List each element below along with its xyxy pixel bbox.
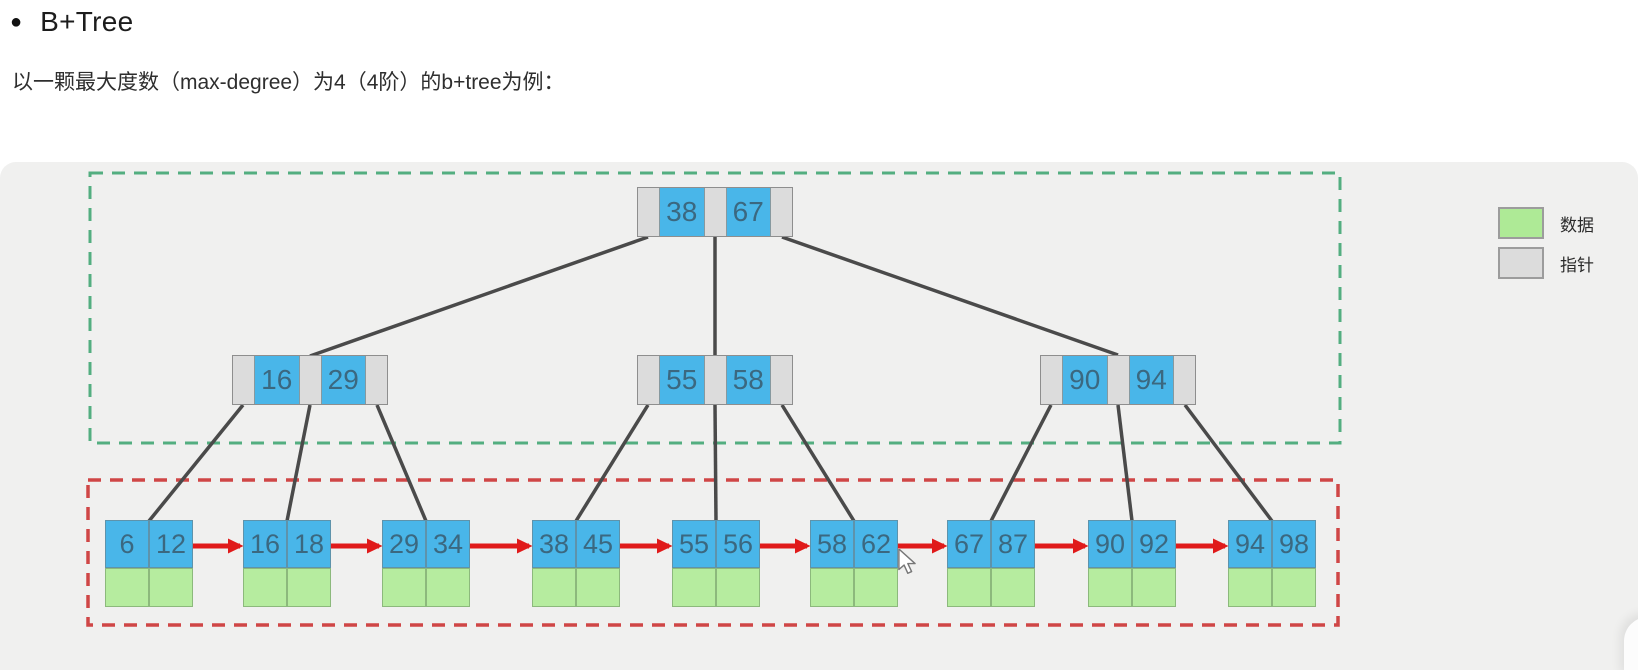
leaf-data-cell [532,568,576,607]
key-cell: 94 [1128,356,1174,404]
leaf-key-cell: 45 [576,520,620,568]
leaf-key-cell: 18 [287,520,331,568]
leaf-key-cell: 34 [426,520,470,568]
internal-node: 90 94 [1040,355,1196,405]
leaf-node: 16 18 [243,520,331,607]
leaf-data-cell [1088,568,1132,607]
leaf-data-cell [672,568,716,607]
pointer-cell [1174,356,1195,404]
leaf-node: 55 56 [672,520,760,607]
leaf-data-cell [991,568,1035,607]
pointer-cell [299,356,321,404]
key-cell: 90 [1062,356,1108,404]
legend-label: 数据 [1560,215,1594,235]
root-node: 38 67 [637,187,793,237]
key-cell: 58 [725,356,771,404]
leaf-data-cell [576,568,620,607]
pointer-cell [366,356,387,404]
leaf-data-cell [1272,568,1316,607]
legend: 数据 指针 [1498,207,1594,287]
leaf-data-cell [149,568,193,607]
leaf-data-cell [287,568,331,607]
leaf-key-cell: 92 [1132,520,1176,568]
leaf-key-cell: 87 [991,520,1035,568]
pointer-cell [1041,356,1062,404]
internal-node: 55 58 [637,355,793,405]
leaf-node: 94 98 [1228,520,1316,607]
leaf-data-cell [1228,568,1272,607]
section-heading: ● B+Tree [10,6,133,38]
leaf-node: 67 87 [947,520,1035,607]
data-swatch [1498,207,1544,239]
leaf-data-cell [854,568,898,607]
key-cell: 16 [254,356,300,404]
leaf-key-cell: 56 [716,520,760,568]
leaf-node: 6 12 [105,520,193,607]
key-cell: 38 [659,188,705,236]
leaf-data-cell [1132,568,1176,607]
leaf-node: 90 92 [1088,520,1176,607]
leaf-key-cell: 12 [149,520,193,568]
bullet-icon: ● [10,11,23,33]
legend-item-pointer: 指针 [1498,247,1594,279]
leaf-key-cell: 94 [1228,520,1272,568]
mouse-cursor-icon [898,549,916,574]
leaf-key-cell: 67 [947,520,991,568]
leaf-node: 38 45 [532,520,620,607]
pointer-swatch [1498,247,1544,279]
leaf-data-cell [105,568,149,607]
pointer-cell [704,188,726,236]
leaf-key-cell: 6 [105,520,149,568]
pointer-cell [704,356,726,404]
corner-overlay [1624,617,1638,670]
leaf-data-cell [716,568,760,607]
leaf-data-cell [947,568,991,607]
leaf-data-cell [382,568,426,607]
leaf-key-cell: 62 [854,520,898,568]
internal-node: 16 29 [232,355,388,405]
leaf-key-cell: 55 [672,520,716,568]
leaf-node: 29 34 [382,520,470,607]
leaf-data-cell [243,568,287,607]
leaf-key-cell: 29 [382,520,426,568]
key-cell: 29 [320,356,366,404]
legend-item-data: 数据 [1498,207,1594,239]
leaf-node: 58 62 [810,520,898,607]
leaf-key-cell: 58 [810,520,854,568]
description-text: 以一颗最大度数（max-degree）为4（4阶）的b+tree为例： [12,71,565,94]
leaf-key-cell: 98 [1272,520,1316,568]
pointer-cell [771,188,792,236]
pointer-cell [638,356,659,404]
pointer-cell [1107,356,1129,404]
pointer-cell [638,188,659,236]
legend-label: 指针 [1560,255,1594,275]
page-title: B+Tree [40,6,134,37]
key-cell: 67 [725,188,771,236]
leaf-key-cell: 16 [243,520,287,568]
leaf-key-cell: 90 [1088,520,1132,568]
key-cell: 55 [659,356,705,404]
leaf-data-cell [426,568,470,607]
leaf-key-cell: 38 [532,520,576,568]
leaf-data-cell [810,568,854,607]
pointer-cell [771,356,792,404]
pointer-cell [233,356,254,404]
